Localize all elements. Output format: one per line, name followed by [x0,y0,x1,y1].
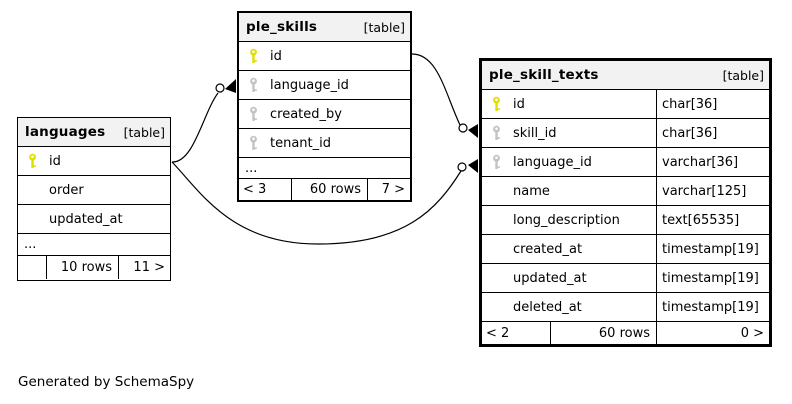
column-name: skill_id [513,125,557,141]
table-footer: 10 rows 11 > [18,256,170,279]
column-name: tenant_id [270,135,332,151]
footer-row-count: 60 rows [551,322,657,344]
table-header-ple-skills[interactable]: ple_skills [table] [239,13,410,42]
table-tag: [table] [363,19,405,35]
column-row: language_id [239,71,410,100]
table-footer: < 3 60 rows 7 > [239,179,410,200]
foreign-key-icon [490,125,503,141]
key-spacer [490,241,503,257]
column-row: updated_at [18,205,170,234]
key-spacer [490,183,503,199]
column-row: created_at timestamp[19] [482,235,769,264]
column-row: tenant_id [239,129,410,158]
footer-row-count: 60 rows [292,179,368,200]
cardinality-circle-icon [215,83,225,93]
ellipsis-row: ... [239,158,410,179]
footer-children: 0 > [740,325,764,341]
column-name: updated_at [49,211,123,227]
key-spacer [490,212,503,228]
footer-row-count: 10 rows [47,256,119,279]
column-name: order [49,182,84,198]
column-name: created_by [270,106,342,122]
generated-by-label: Generated by SchemaSpy [18,374,195,390]
column-row: id [18,147,170,176]
column-name: id [49,153,61,169]
column-name: language_id [513,154,592,170]
column-name: created_at [513,241,583,257]
table-tag: [table] [722,67,764,83]
column-type: varchar[125] [656,177,769,205]
primary-key-icon [26,153,39,169]
column-type: timestamp[19] [656,264,769,292]
column-row: name varchar[125] [482,177,769,206]
table-title: languages [25,124,106,140]
cardinality-circle-icon [458,123,468,133]
foreign-key-icon [247,77,260,93]
edge-languages-ple-skill-texts [171,161,462,245]
column-row: updated_at timestamp[19] [482,264,769,293]
column-name: name [513,183,550,199]
foreign-key-icon [490,154,503,170]
table-header-ple-skill-texts[interactable]: ple_skill_texts [table] [482,61,769,90]
edge-languages-ple-skills [171,92,219,163]
footer-children: 7 > [381,182,405,197]
column-row: deleted_at timestamp[19] [482,293,769,322]
table-header-languages[interactable]: languages [table] [18,118,170,147]
table-tag: [table] [123,124,165,140]
edge-ple-skills-ple-skill-texts [411,53,461,126]
ellipsis-label: ... [24,237,37,252]
column-row: id char[36] [482,90,769,119]
column-name: id [513,96,525,112]
column-type: varchar[36] [656,148,769,176]
key-spacer [490,270,503,286]
key-spacer [26,211,39,227]
primary-key-icon [490,96,503,112]
table-footer: < 2 60 rows 0 > [482,322,769,344]
column-type: char[36] [656,119,769,147]
footer-parents: < 3 [239,179,292,200]
column-name: deleted_at [513,299,582,315]
ellipsis-row: ... [18,234,170,256]
column-row: created_by [239,100,410,129]
column-row: id [239,42,410,71]
inv-arrow-icon [468,124,478,138]
inv-arrow-icon [225,79,236,93]
column-type: timestamp[19] [656,235,769,263]
column-name: long_description [513,212,620,228]
table-ple-skills: ple_skills [table] id language_id create… [237,11,412,202]
column-row: long_description text[65535] [482,206,769,235]
primary-key-icon [247,48,260,64]
column-name: id [270,48,282,64]
foreign-key-icon [247,106,260,122]
table-title: ple_skill_texts [489,67,599,83]
column-name: updated_at [513,270,587,286]
foreign-key-icon [247,135,260,151]
column-row: language_id varchar[36] [482,148,769,177]
column-type: char[36] [656,90,769,118]
cardinality-circle-icon [457,162,467,172]
key-spacer [26,182,39,198]
key-spacer [490,299,503,315]
column-row: skill_id char[36] [482,119,769,148]
footer-children: 11 > [133,260,165,275]
ellipsis-label: ... [245,160,258,176]
column-row: order [18,176,170,205]
table-ple-skill-texts: ple_skill_texts [table] id char[36] skil… [479,58,772,347]
column-type: timestamp[19] [656,293,769,321]
column-type: text[65535] [656,206,769,234]
footer-parents: < 2 [482,322,551,344]
footer-parents [18,256,47,279]
table-title: ple_skills [246,19,318,35]
column-name: language_id [270,77,349,93]
table-languages: languages [table] id order updated_at ..… [17,117,171,281]
inv-arrow-icon [468,159,478,173]
